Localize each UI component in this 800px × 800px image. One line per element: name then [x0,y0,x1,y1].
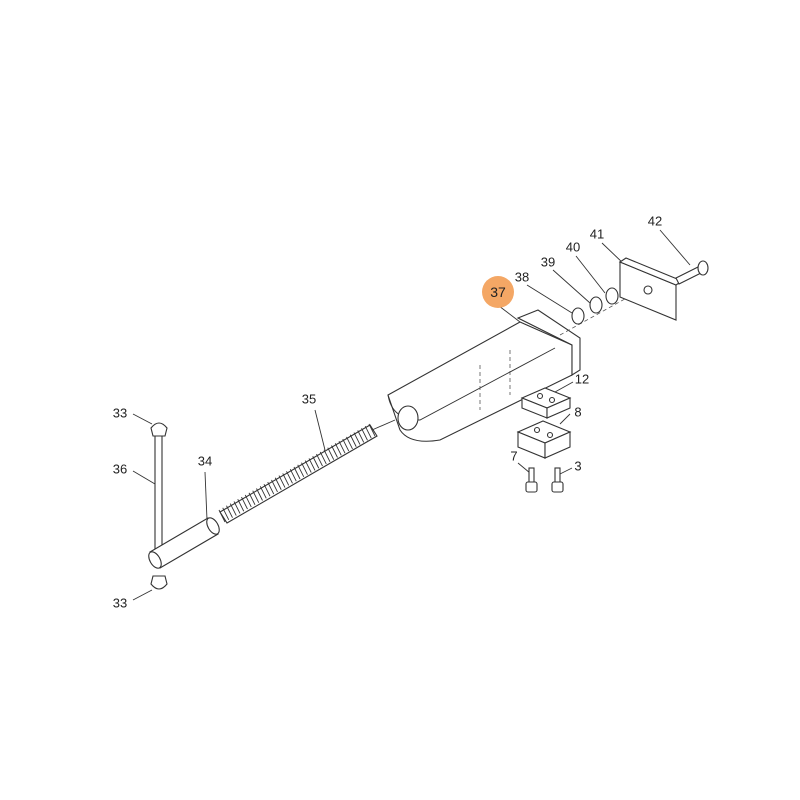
screws [525,467,564,493]
part-35-threaded-rod [218,419,396,524]
callout-39[interactable]: 39 [540,254,556,270]
callout-37-highlighted[interactable]: 37 [482,276,514,308]
part-34-sleeve [148,517,220,569]
part-12-block [520,387,572,419]
part-41-bracket [618,257,684,321]
part-42-bolt [675,260,709,285]
callout-41[interactable]: 41 [589,226,605,242]
washers [571,287,619,325]
callout-8[interactable]: 8 [574,404,582,420]
leader-lines [132,229,691,601]
callout-3[interactable]: 3 [574,458,582,474]
callout-36[interactable]: 36 [112,461,128,477]
callout-7[interactable]: 7 [510,448,518,464]
callout-38[interactable]: 38 [514,269,530,285]
callout-12[interactable]: 12 [574,371,590,387]
callout-40[interactable]: 40 [565,239,581,255]
callout-33-top[interactable]: 33 [112,405,128,421]
part-37-cylinder [387,284,651,442]
callout-35[interactable]: 35 [301,391,317,407]
part-8-block [516,420,572,459]
callout-42[interactable]: 42 [647,213,663,229]
callout-33-bottom[interactable]: 33 [112,595,128,611]
callout-34[interactable]: 34 [197,453,213,469]
